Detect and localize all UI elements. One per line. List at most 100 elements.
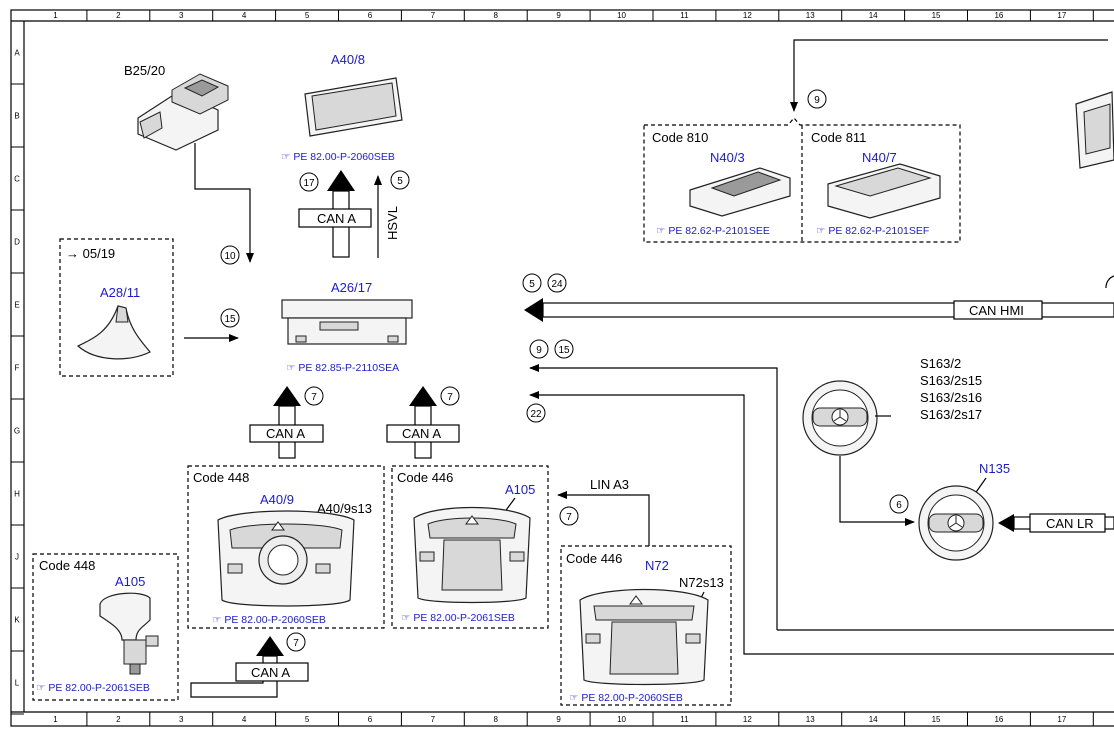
svg-text:7: 7 <box>293 638 299 649</box>
grid-row-label: F <box>15 364 20 373</box>
a28-11-label[interactable]: A28/11 <box>100 285 140 300</box>
callout-15-mid: 15 <box>554 339 574 359</box>
a105-446-label[interactable]: A105 <box>505 482 535 497</box>
can-a-label-top: CAN A <box>317 211 356 226</box>
n135-label[interactable]: N135 <box>979 461 1010 476</box>
steering-wheel-s163-2-image <box>802 380 878 456</box>
callout-9-top: 9 <box>807 89 827 109</box>
code-811-label: Code 811 <box>811 130 866 145</box>
module-n40-3-image <box>689 167 791 217</box>
grid-column-label: 4 <box>242 11 247 20</box>
n72s13-label: N72s13 <box>679 575 724 590</box>
control-panel-a105-446-image <box>413 506 531 604</box>
grid-column-label: 16 <box>994 715 1003 724</box>
code-810-811-frame <box>643 117 961 243</box>
b25-20-label: B25/20 <box>124 63 165 78</box>
b25-20-connection-line <box>194 143 254 263</box>
grid-row-label: D <box>14 238 20 247</box>
grid-row-label: L <box>15 679 20 688</box>
antenna-a28-11-image <box>76 305 151 360</box>
n40-7-label[interactable]: N40/7 <box>862 150 897 165</box>
a40-9-label[interactable]: A40/9 <box>260 492 294 507</box>
cropped-callout <box>1105 275 1114 289</box>
grid-column-label: 9 <box>556 11 561 20</box>
code-810-label: Code 810 <box>652 130 708 145</box>
can-a-arrow-bottom <box>190 636 284 698</box>
svg-text:5: 5 <box>529 279 535 290</box>
grid-column-label: 6 <box>368 715 373 724</box>
grid-column-label: 3 <box>179 11 184 20</box>
grid-column-label: 2 <box>116 715 121 724</box>
a105-448-label[interactable]: A105 <box>115 574 145 589</box>
svg-text:24: 24 <box>551 279 563 290</box>
code-box-a28-11 <box>59 238 174 377</box>
grid-row-label: K <box>14 616 20 625</box>
cropped-component-image <box>1075 91 1114 169</box>
grid-column-label: 8 <box>494 715 499 724</box>
svg-text:5: 5 <box>397 176 403 187</box>
s163-2s15-label: S163/2s15 <box>920 373 982 388</box>
a40-9-code-label: Code 448 <box>193 470 249 485</box>
svg-text:7: 7 <box>566 512 572 523</box>
module-n40-7-image <box>827 163 941 219</box>
grid-row-label: A <box>14 49 20 58</box>
a40-8-label[interactable]: A40/8 <box>331 52 365 67</box>
callout-7-lin: 7 <box>559 506 579 526</box>
can-lr-label: CAN LR <box>1046 516 1094 531</box>
grid-column-label: 5 <box>305 715 310 724</box>
n40-7-ref-link[interactable]: ☞ PE 82.62-P-2101SEF <box>816 225 929 237</box>
a105-446-ref-link[interactable]: ☞ PE 82.00-P-2061SEB <box>401 612 515 624</box>
grid-column-label: 8 <box>494 11 499 20</box>
line-to-callout-9-15 <box>529 364 778 630</box>
can-lr-box <box>1029 513 1106 533</box>
a105-448-code-label: Code 448 <box>39 558 95 573</box>
grid-column-label: 17 <box>1057 715 1066 724</box>
callout-7-bottom: 7 <box>286 632 306 652</box>
n72-ref-link[interactable]: ☞ PE 82.00-P-2060SEB <box>569 692 683 704</box>
n40-3-label[interactable]: N40/3 <box>710 150 745 165</box>
a26-17-label[interactable]: A26/17 <box>331 280 372 295</box>
control-unit-a26-17-image <box>281 299 413 345</box>
selector-lever-a105-448-image <box>99 592 159 675</box>
callout-17: 17 <box>299 172 319 192</box>
can-a-box-right <box>386 424 460 443</box>
display-a40-8-image <box>304 77 403 137</box>
callout-10: 10 <box>220 245 240 265</box>
a105-448-ref-link[interactable]: ☞ PE 82.00-P-2061SEB <box>36 682 150 694</box>
a40-8-ref-link[interactable]: ☞ PE 82.00-P-2060SEB <box>281 151 395 163</box>
grid-column-label: 4 <box>242 715 247 724</box>
grid-row-label: H <box>14 490 20 499</box>
n40-3-ref-link[interactable]: ☞ PE 82.62-P-2101SEE <box>656 225 770 237</box>
callout-22: 22 <box>526 403 546 423</box>
svg-text:9: 9 <box>536 345 542 356</box>
grid-column-label: 1 <box>53 11 58 20</box>
code-box-n72 <box>560 545 732 706</box>
grid-row-label: E <box>14 301 19 310</box>
grid-column-label: 12 <box>743 11 752 20</box>
sensor-b25-20-image <box>137 73 229 151</box>
can-a-label-bottom: CAN A <box>251 665 290 680</box>
n72-code-label: Code 446 <box>566 551 622 566</box>
a26-17-ref-link[interactable]: ☞ PE 82.85-P-2110SEA <box>286 362 399 374</box>
s163-2s16-label: S163/2s16 <box>920 390 982 405</box>
grid-row-label: J <box>15 553 19 562</box>
svg-text:9: 9 <box>814 95 820 106</box>
a40-9-ref-link[interactable]: ☞ PE 82.00-P-2060SEB <box>212 614 326 626</box>
grid-column-label: 16 <box>994 11 1003 20</box>
svg-text:17: 17 <box>303 178 315 189</box>
can-a-label-right: CAN A <box>402 426 441 441</box>
grid-column-label: 11 <box>680 11 689 20</box>
line-to-callout-22 <box>529 391 1114 655</box>
steering-wheel-n135-image <box>918 485 994 561</box>
svg-text:6: 6 <box>896 500 902 511</box>
svg-text:15: 15 <box>558 345 570 356</box>
grid-column-label: 7 <box>431 11 436 20</box>
control-panel-n72-image <box>579 588 709 686</box>
grid-column-label: 10 <box>617 715 626 724</box>
can-a-arrow-right <box>409 386 437 459</box>
callout-5-mid: 5 <box>522 273 542 293</box>
n72-label[interactable]: N72 <box>645 558 669 573</box>
